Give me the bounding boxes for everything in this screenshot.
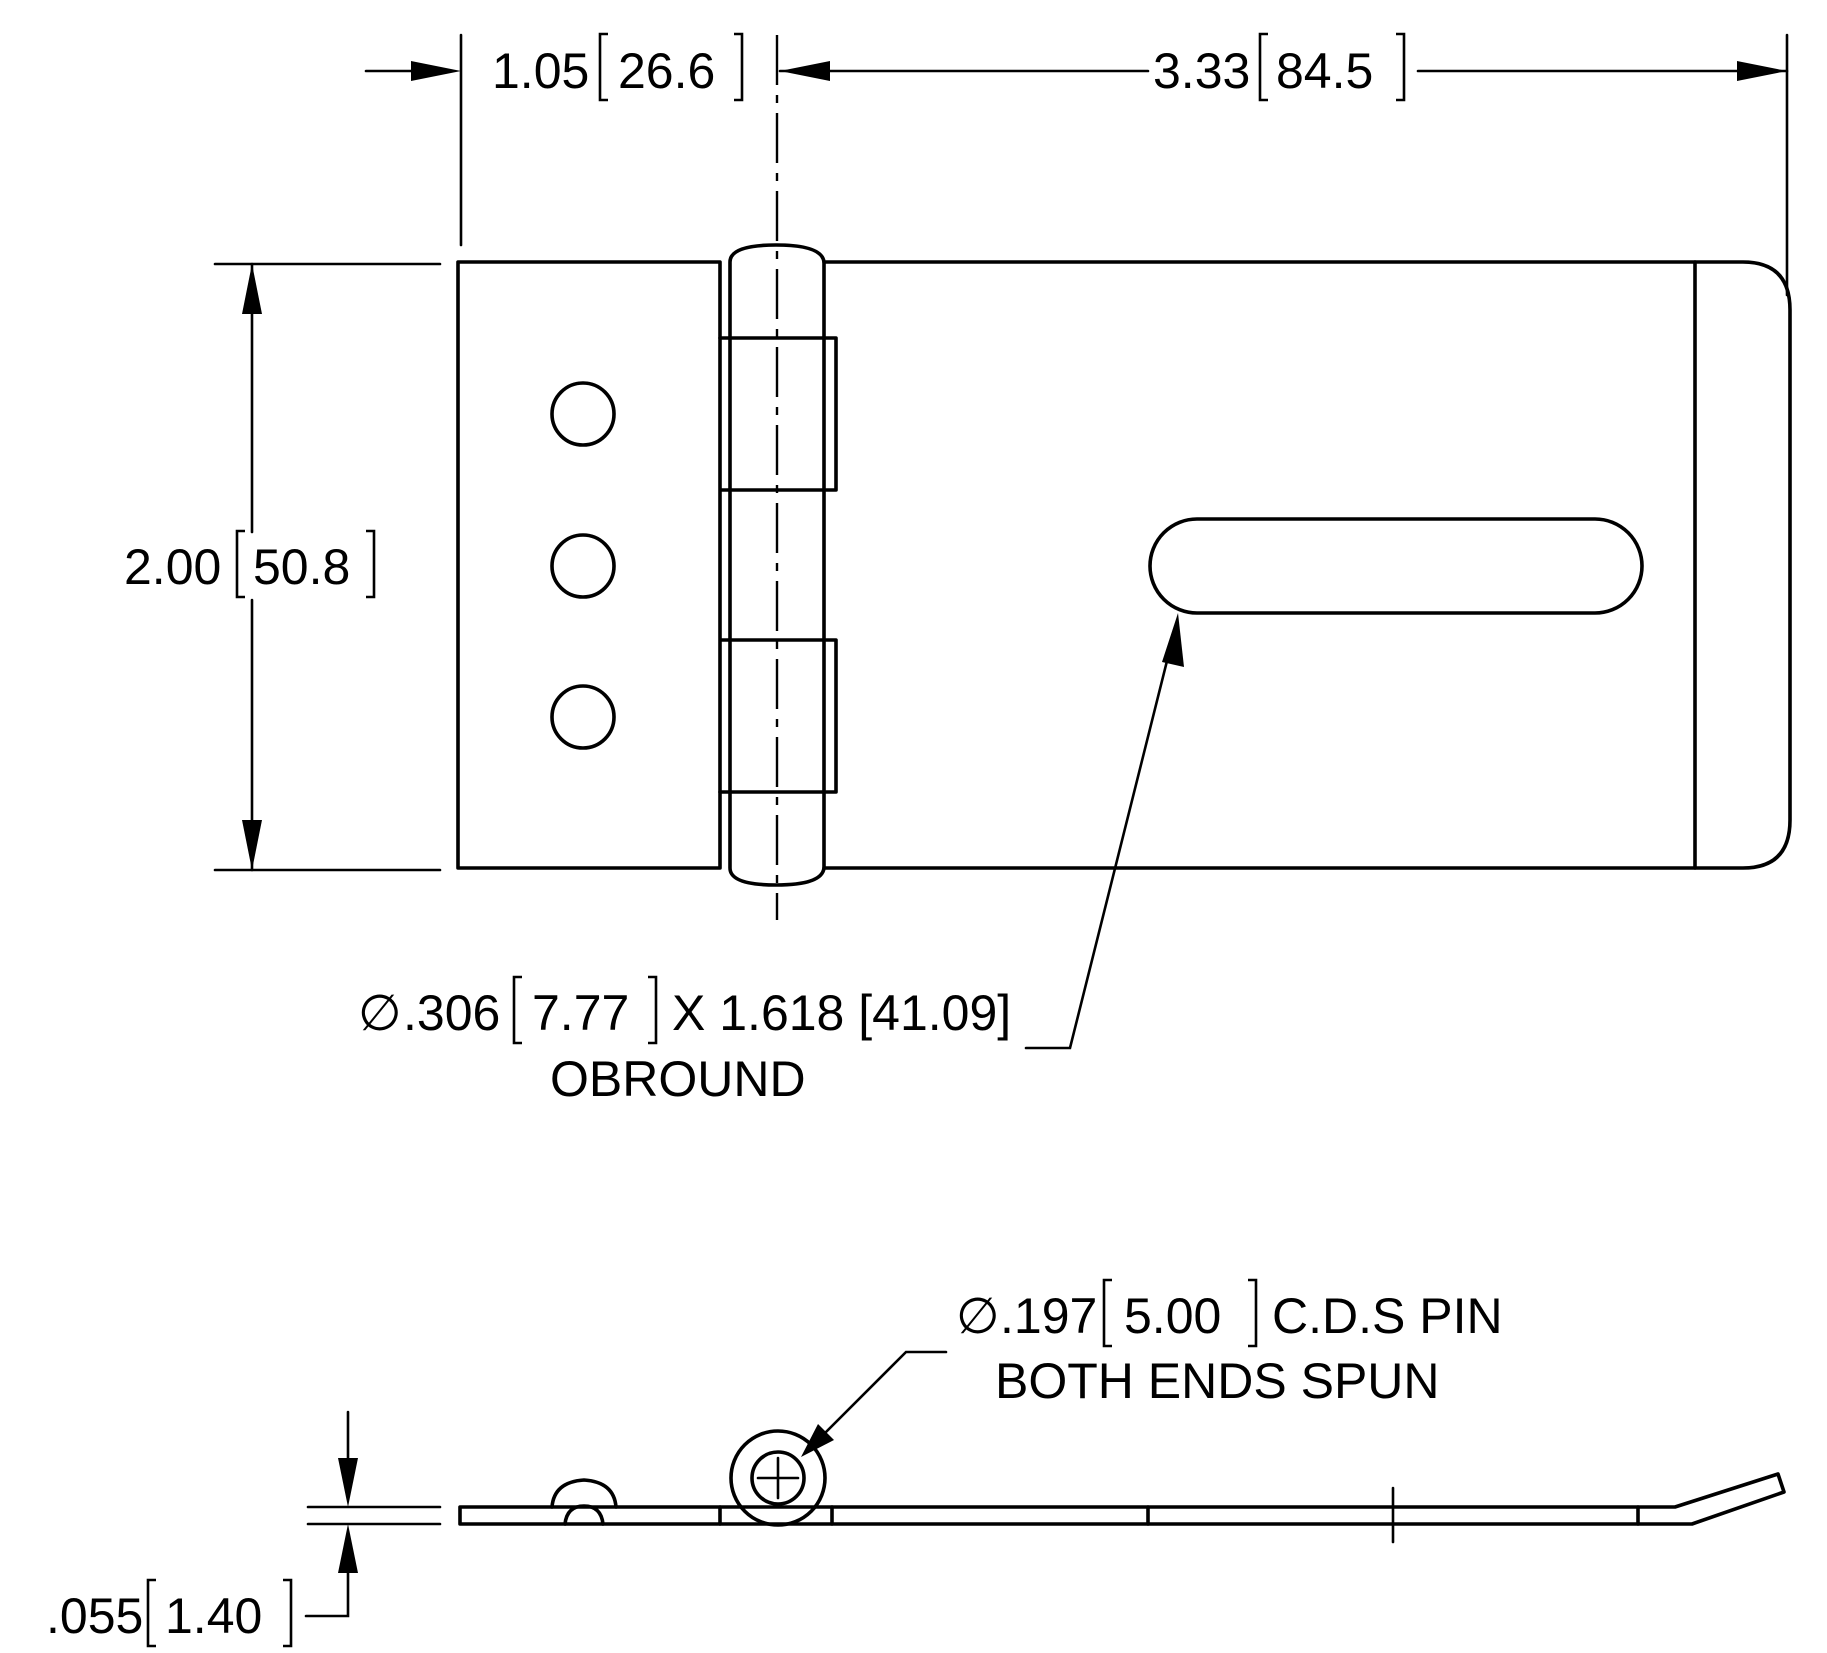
pin-material-text: C.D.S PIN (1272, 1288, 1503, 1344)
pin-leader (812, 1350, 948, 1446)
pin-diameter-symbol: ∅ (956, 1288, 1000, 1344)
side-barrel-inner (750, 1450, 806, 1506)
bracket-open (1102, 1278, 1112, 1348)
bracket-open (1258, 32, 1268, 102)
obround-diameter-symbol: ∅ (358, 985, 402, 1041)
arrow-icon (780, 61, 830, 81)
height-value: 2.00 (124, 539, 221, 595)
left-leaf-outline (456, 260, 732, 870)
pin-diameter-mm: 5.00 (1124, 1288, 1221, 1344)
pin-note-line2: BOTH ENDS SPUN (995, 1353, 1440, 1409)
obround-slot (1148, 517, 1644, 615)
arrow-icon (411, 61, 461, 81)
dim-leader-lower (304, 1558, 350, 1618)
bracket-close (1248, 1278, 1258, 1348)
obround-diameter-value: .306 (403, 985, 500, 1041)
bracket-open (598, 32, 608, 102)
arrow-icon (242, 264, 262, 314)
obround-diameter-mm: 7.77 (532, 985, 629, 1041)
arrow-icon (242, 820, 262, 870)
bracket-open (146, 1578, 156, 1648)
thickness-value: .055 (46, 1588, 143, 1644)
bracket-close (283, 1578, 293, 1648)
arrow-icon (801, 1424, 834, 1457)
pin-callout: ∅ .197 5.00 C.D.S PIN BOTH ENDS SPUN (801, 1278, 1503, 1457)
thickness-mm: 1.40 (165, 1588, 262, 1644)
dim-leaf-length: 3.33 84.5 (778, 32, 1789, 297)
left-leaf-knuckles (718, 336, 732, 794)
obround-length-text: X 1.618 [41.09] (672, 985, 1011, 1041)
obround-callout: ∅ .306 7.77 X 1.618 [41.09] OBROUND (358, 613, 1184, 1107)
arrow-icon (338, 1524, 358, 1573)
dim-height: 2.00 50.8 (124, 262, 442, 872)
mounting-hole-3 (550, 684, 616, 750)
arrow-icon (1737, 61, 1787, 81)
hinge-offset-value: 1.05 (492, 43, 589, 99)
bracket-close (648, 975, 658, 1045)
mounting-hole-1 (550, 381, 616, 447)
bracket-close (1396, 32, 1406, 102)
arrow-icon (1162, 613, 1184, 667)
bracket-open (235, 529, 245, 599)
right-leaf-outline (822, 260, 1792, 870)
bracket-open (512, 975, 522, 1045)
arrow-icon (338, 1458, 358, 1507)
side-barrel-outer (729, 1429, 827, 1527)
side-plate (458, 1472, 1786, 1526)
hinge-offset-mm: 26.6 (618, 43, 715, 99)
obround-leader (1024, 623, 1178, 1050)
leaf-length-mm: 84.5 (1276, 43, 1373, 99)
obround-label: OBROUND (550, 1051, 806, 1107)
bracket-close (366, 529, 376, 599)
leaf-length-value: 3.33 (1153, 43, 1250, 99)
pin-diameter-value: .197 (1000, 1288, 1097, 1344)
top-view (456, 35, 1792, 920)
bracket-close (734, 32, 744, 102)
height-mm: 50.8 (253, 539, 350, 595)
right-leaf-knuckles (728, 336, 838, 794)
dim-hinge-offset: 1.05 26.6 (364, 32, 744, 247)
side-view (458, 1429, 1786, 1544)
mounting-hole-2 (550, 533, 616, 599)
dim-thickness: .055 1.40 (46, 1410, 442, 1648)
side-rivet (550, 1478, 618, 1526)
